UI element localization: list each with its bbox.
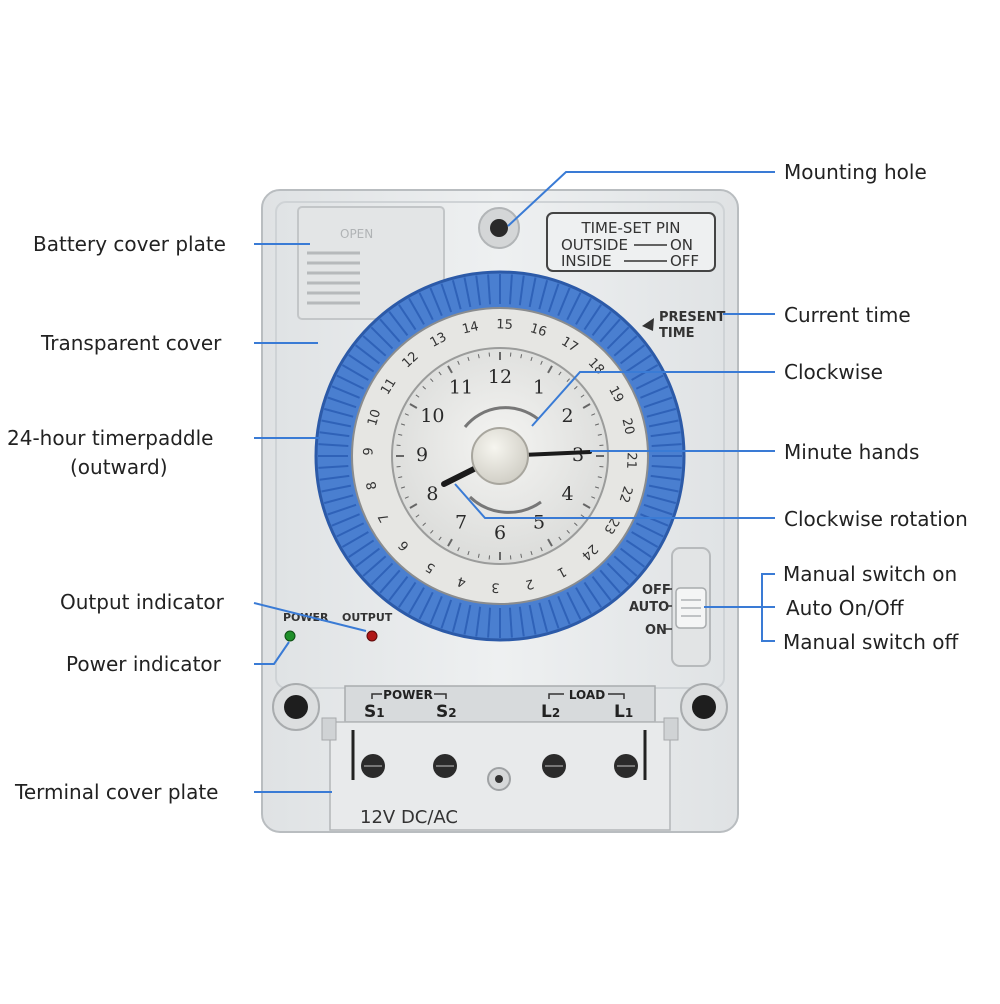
output-led-label: OUTPUT: [342, 611, 393, 624]
label-battery-cover-plate: Battery cover plate: [33, 232, 226, 256]
terminal-power-label: POWER: [383, 688, 433, 702]
hour-12-number: 12: [488, 366, 512, 388]
hour-12-number: 9: [416, 444, 428, 466]
hour-12-number: 10: [420, 405, 444, 427]
label-manual-switch-off: Manual switch off: [783, 630, 958, 654]
pin-off: OFF: [670, 252, 699, 270]
label-clockwise-rotation: Clockwise rotation: [784, 507, 968, 531]
center-knob: [472, 428, 528, 484]
label-output-indicator: Output indicator: [60, 590, 224, 614]
switch-off-label: OFF: [642, 583, 671, 598]
label-current-time: Current time: [784, 303, 911, 327]
mounting-hole-center: [490, 219, 508, 237]
hour-12-number: 1: [533, 376, 545, 398]
pin-inside: INSIDE: [561, 252, 612, 270]
pin-line1: TIME-SET PIN: [580, 219, 680, 237]
mounting-hole-left-center: [284, 695, 308, 719]
label-terminal-cover-plate: Terminal cover plate: [15, 780, 219, 804]
terminal-load-label: LOAD: [569, 688, 605, 702]
label-timer-paddle: 24-hour timerpaddle: [7, 426, 213, 450]
label-power-indicator: Power indicator: [66, 652, 221, 676]
label-timer-paddle-sub: (outward): [70, 455, 168, 479]
label-minute-hands: Minute hands: [784, 440, 919, 464]
hour-24-number: 9: [361, 447, 376, 456]
present-text: PRESENT: [659, 310, 726, 325]
label-mounting-hole: Mounting hole: [784, 160, 927, 184]
hour-24-number: 21: [623, 452, 639, 469]
label-transparent-cover: Transparent cover: [41, 331, 221, 355]
hour-12-number: 4: [562, 483, 574, 505]
battery-open-text: OPEN: [340, 227, 373, 241]
hour-12-number: 7: [455, 512, 467, 534]
hour-12-number: 11: [449, 376, 473, 398]
hour-12-number: 8: [426, 483, 438, 505]
power-led: [285, 631, 295, 641]
voltage-label: 12V DC/AC: [360, 807, 458, 828]
hour-12-number: 5: [533, 512, 545, 534]
hour-12-number: 3: [572, 444, 584, 466]
hour-24-number: 3: [491, 579, 500, 594]
label-manual-switch-on: Manual switch on: [783, 562, 957, 586]
switch-on-label: ON: [645, 623, 667, 638]
hour-12-number: 2: [562, 405, 574, 427]
hour-24-number: 15: [496, 317, 513, 333]
hour-12-number: 6: [494, 522, 506, 544]
mounting-hole-right-center: [692, 695, 716, 719]
time-text: TIME: [659, 326, 695, 341]
switch-auto-label: AUTO: [629, 600, 669, 615]
label-auto-on-off: Auto On/Off: [786, 596, 903, 620]
output-led: [367, 631, 377, 641]
label-clockwise: Clockwise: [784, 360, 883, 384]
